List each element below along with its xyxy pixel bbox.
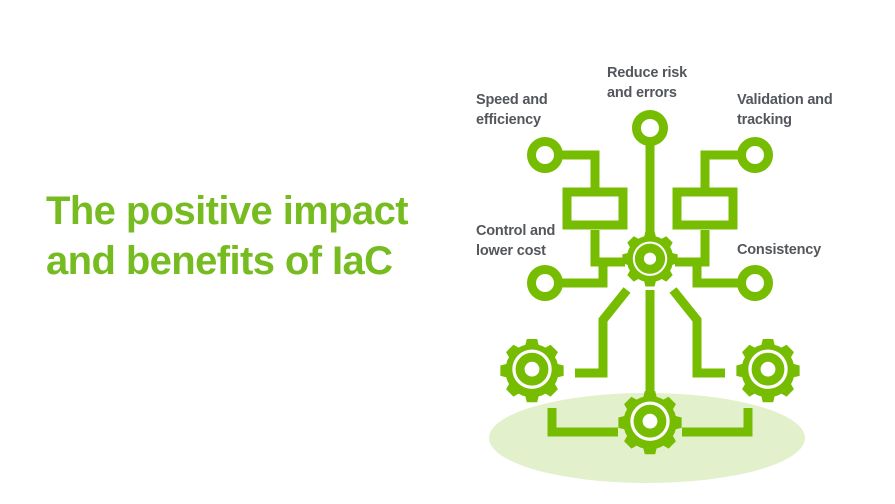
top-center-circle-node-icon (632, 110, 668, 146)
bottom-left-gear-icon (500, 339, 564, 403)
connector-bottom-right-link (682, 408, 753, 437)
mid-right-circle-node-icon (737, 265, 773, 301)
connector-mid-left (558, 257, 625, 288)
connector-top-left-upper (558, 150, 600, 188)
diagram-label-control: Control and lower cost (476, 221, 555, 261)
diagram-label-consistency-line-1: Consistency (737, 242, 822, 258)
connector-top-right-upper (700, 150, 742, 188)
mid-left-circle-node-icon (527, 265, 563, 301)
left-rectangle-node-icon (562, 187, 628, 230)
iac-benefits-diagram (455, 40, 895, 504)
diagram-label-speed-line-1: Speed and (476, 92, 548, 108)
connector-hub-to-right-gear (669, 287, 725, 378)
bottom-right-gear-icon (736, 339, 800, 403)
connector-top-right-lower (677, 230, 710, 267)
connector-bottom-left-link (547, 408, 618, 437)
diagram-label-validation: Validation and tracking (737, 90, 833, 130)
connector-lines (547, 138, 753, 437)
page-title-line-1: The positive impact (46, 189, 409, 233)
page-title: The positive impact and benefits of IaC (46, 186, 446, 286)
diagram-label-reduce-risk: Reduce risk and errors (607, 63, 687, 103)
diagram-label-speed-line-2: efficiency (476, 112, 541, 128)
hub-gear-icon (622, 231, 678, 287)
connector-hub-to-left-gear (575, 287, 631, 378)
bottom-center-gear-icon (618, 391, 682, 455)
diagram-label-speed: Speed and efficiency (476, 90, 548, 130)
connector-top-left-lower (590, 230, 623, 267)
diagram-label-control-line-1: Control and (476, 223, 556, 239)
diagram-label-consistency: Consistency (737, 240, 821, 260)
page-title-line-2: and benefits of IaC (46, 239, 393, 283)
top-right-circle-node-icon (737, 137, 773, 173)
diagram-label-validation-line-1: Validation and (737, 92, 833, 108)
connector-mid-right (675, 257, 742, 288)
diagram-label-reduce-risk-line-2: and errors (607, 85, 677, 101)
diagram-label-reduce-risk-line-1: Reduce risk (607, 65, 688, 81)
diagram-label-control-line-2: lower cost (476, 243, 546, 259)
right-rectangle-node-icon (672, 187, 738, 230)
diagram-label-validation-line-2: tracking (737, 112, 792, 128)
diagram-svg (489, 110, 805, 483)
top-left-circle-node-icon (527, 137, 563, 173)
